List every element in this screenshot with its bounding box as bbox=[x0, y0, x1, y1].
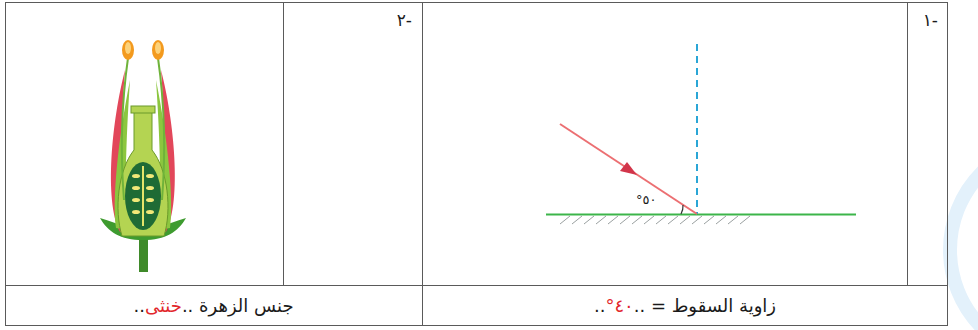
incidence-figure bbox=[546, 44, 856, 224]
answer-value: خنثى bbox=[145, 295, 182, 316]
answer-value: ٤٠° bbox=[605, 295, 633, 316]
watermark-arc bbox=[950, 140, 978, 330]
answer-text: .. bbox=[133, 295, 144, 316]
flower-figure bbox=[100, 40, 186, 272]
number-cell: -١ bbox=[907, 2, 948, 285]
answer-cell: زاوية السقوط = ..٤٠°.. bbox=[422, 285, 948, 326]
answer-text: زاوية السقوط = .. bbox=[634, 295, 776, 316]
table-grid bbox=[5, 2, 948, 326]
angle-label-host: ٥٠° bbox=[636, 192, 656, 207]
question-number: -١ bbox=[923, 10, 938, 30]
number-cell: -٢ bbox=[283, 2, 422, 285]
answer-text: .. bbox=[594, 295, 605, 316]
answer-cell: جنس الزهرة ..خنثى.. bbox=[5, 285, 422, 326]
question-number: -٢ bbox=[397, 10, 412, 30]
angle-label: ٥٠° bbox=[636, 192, 656, 207]
answer-text: جنس الزهرة .. bbox=[182, 295, 294, 316]
